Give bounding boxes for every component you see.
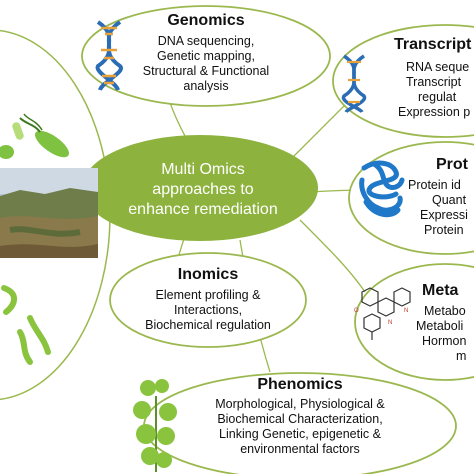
phenomics-node: Phenomics Morphological, Physiological &… <box>176 376 424 457</box>
metabolomics-line-2: Metaboli <box>416 319 464 333</box>
proteomics-line-1: Protein id <box>408 178 461 192</box>
inomics-line-1: Element profiling & <box>155 288 261 302</box>
genomics-line-4: analysis <box>183 79 229 93</box>
transcriptomics-title: Transcript <box>394 36 472 53</box>
microbe-filament-icon <box>1 285 51 365</box>
dna-icon-transcript <box>341 54 367 114</box>
connector-metabolomics <box>299 219 366 293</box>
transcriptomics-line-3: regulat <box>418 90 457 104</box>
center-line-1: Multi Omics <box>161 161 245 178</box>
inomics-node: Inomics Element profiling & Interactions… <box>128 266 288 333</box>
inomics-line-2: Interactions, <box>173 303 243 317</box>
center-ellipse <box>82 135 318 241</box>
inomics-title: Inomics <box>177 266 239 283</box>
metabolomics-line-1: Metabo <box>424 304 466 318</box>
transcriptomics-line-4: Expression p <box>398 105 471 119</box>
proteomics-line-3: Expressi <box>420 208 468 222</box>
genomics-line-3: Structural & Functional <box>142 64 270 78</box>
metabolomics-ellipse <box>354 263 474 381</box>
inomics-line-3: Biochemical regulation <box>145 318 271 332</box>
genomics-title: Genomics <box>167 12 245 29</box>
bacteria-icon <box>0 113 70 159</box>
proteomics-node: Prot Protein id Quant Expressi Protein <box>406 156 474 238</box>
genomics-ellipse <box>81 5 331 107</box>
transcriptomics-node: Transcript RNA seque Transcript regulat … <box>380 36 474 120</box>
metabolomics-title: Meta <box>422 282 459 299</box>
inomics-ellipse <box>109 252 307 348</box>
landscape-photo <box>0 168 98 258</box>
svg-text:N: N <box>388 320 392 326</box>
transcriptomics-line-1: RNA seque <box>406 60 470 74</box>
proteomics-line-4: Protein <box>424 223 464 237</box>
protein-structure-icon <box>359 160 405 218</box>
phenomics-line-1: Morphological, Physiological & <box>215 397 385 411</box>
transcriptomics-ellipse <box>332 24 474 138</box>
phenomics-line-4: environmental factors <box>240 442 360 456</box>
genomics-line-1: DNA sequencing, <box>157 34 255 48</box>
metabolomics-line-4: m <box>456 349 467 363</box>
dna-icon <box>95 20 123 91</box>
proteomics-line-2: Quant <box>432 193 467 207</box>
phenomics-title: Phenomics <box>257 376 343 393</box>
genomics-node: Genomics DNA sequencing, Genetic mapping… <box>116 12 296 94</box>
molecule-icon: O N N <box>354 287 411 340</box>
proteomics-title: Prot <box>436 156 468 173</box>
svg-text:O: O <box>354 308 359 314</box>
center-line-2: approaches to <box>152 181 254 198</box>
svg-text:N: N <box>404 308 408 314</box>
phenomics-line-3: Linking Genetic, epigenetic & <box>219 427 381 441</box>
center-line-3: enhance remediation <box>128 201 278 218</box>
metabolomics-line-3: Hormon <box>422 334 467 348</box>
plant-icon <box>133 379 177 472</box>
transcriptomics-line-2: Transcript <box>406 75 462 89</box>
metabolomics-node: Meta Metabo Metaboli Hormon m <box>414 282 474 364</box>
phenomics-line-2: Biochemical Characterization, <box>217 412 383 426</box>
genomics-line-2: Genetic mapping, <box>157 49 255 63</box>
center-label: Multi Omics approaches to enhance remedi… <box>96 160 310 220</box>
